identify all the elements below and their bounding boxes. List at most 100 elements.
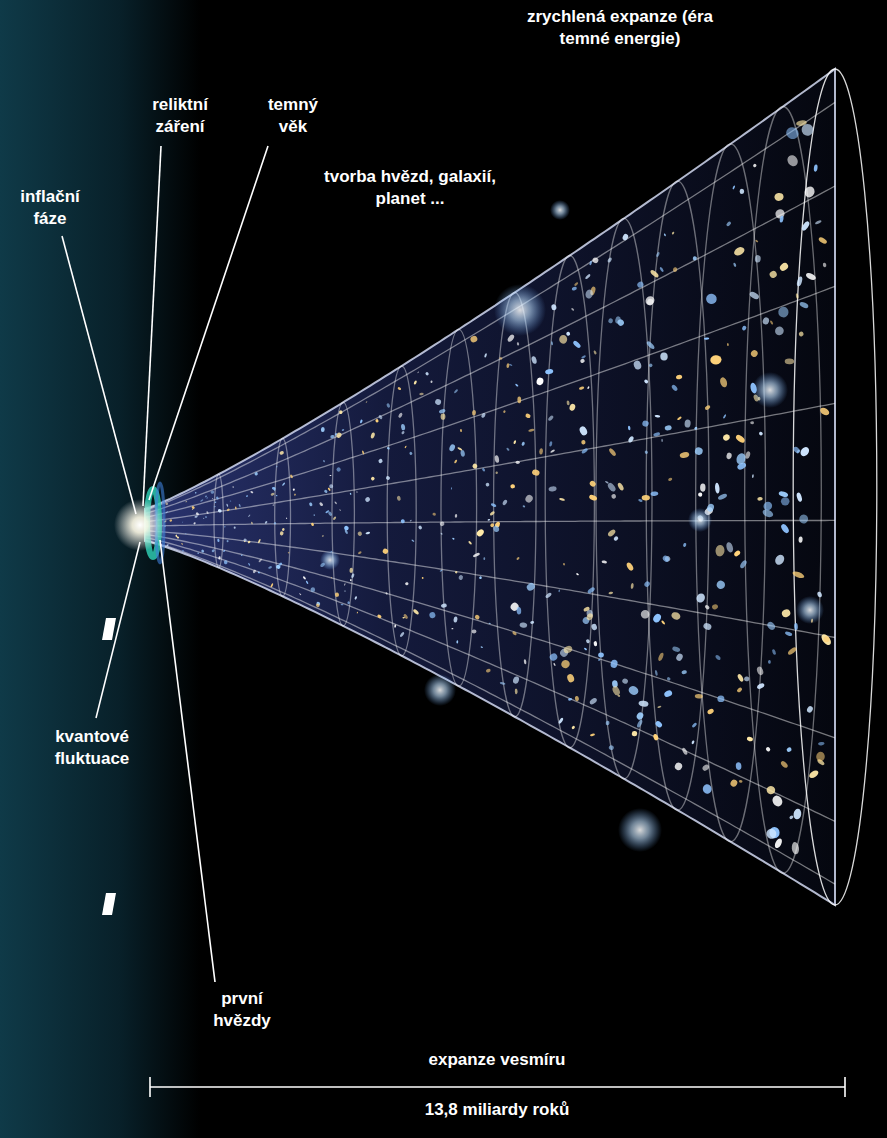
galaxy [611,685,621,696]
galaxy [644,294,657,307]
galaxy [664,233,667,236]
grid-ring [214,474,223,567]
galaxy [401,519,406,524]
galaxy [545,368,554,375]
galaxy [522,505,525,508]
galaxy [419,392,424,395]
galaxy [503,410,506,413]
galaxy [549,441,553,447]
galaxy [705,293,717,305]
galaxy [579,386,585,390]
galaxy [613,535,619,541]
galaxy [733,549,741,557]
grid-line [145,286,835,517]
callout-label: zrychlená expanze (éra temné energie) [525,6,715,50]
galaxy [581,355,586,359]
galaxy [780,760,789,769]
galaxy [729,778,738,788]
galaxy [273,522,276,525]
galaxy [574,696,579,702]
galaxy [704,405,711,411]
galaxy [235,506,237,509]
galaxy [201,549,205,553]
galaxy [607,528,617,537]
galaxy [206,511,209,514]
galaxy [663,689,673,698]
galaxy [493,525,500,532]
galaxy [752,474,754,478]
galaxy [191,505,195,509]
galaxy [766,785,777,795]
galaxy [607,257,613,263]
galaxy [717,493,728,501]
galaxy [398,412,404,418]
galaxy [558,589,559,592]
galaxy [502,499,508,506]
galaxy [272,487,276,490]
galaxy [258,558,262,562]
galaxy [282,482,286,486]
galaxy [448,443,456,452]
galaxy [226,508,230,511]
galaxy [206,497,208,499]
galaxy [385,592,388,595]
galaxy [621,678,628,685]
galaxy [490,523,495,528]
galaxy [279,531,284,536]
galaxy [733,245,746,257]
galaxy [475,528,485,538]
galaxy [628,426,631,431]
galaxy [344,583,346,586]
galaxy [571,307,575,311]
galaxy [254,472,258,476]
galaxy [822,262,826,267]
galaxy [737,673,745,682]
galaxy [397,387,401,391]
galaxy [248,563,251,566]
galaxy [405,582,409,586]
galaxy [286,517,288,519]
galaxy [338,410,343,415]
galaxy [315,603,320,608]
galaxy [451,487,453,490]
galaxy [566,673,575,683]
bracket-tick [149,1077,151,1097]
galaxy [735,762,741,770]
galaxy [815,219,822,224]
galaxy [749,291,760,301]
galaxy [756,666,765,676]
galaxy [757,497,763,501]
galaxy [323,460,325,463]
galaxy [710,355,722,365]
galaxy [489,623,491,624]
galaxy [386,476,391,481]
galaxy [404,445,407,448]
quote-mark [102,618,116,640]
grid-line [145,520,835,526]
galaxy [521,441,525,446]
galaxy [494,455,499,463]
leader-line [96,542,140,718]
callout-label: temný věk [253,94,333,138]
galaxy [517,397,521,404]
galaxy [185,533,186,534]
galaxy [490,503,496,508]
galaxy [417,371,419,373]
galaxy [659,267,664,273]
galaxy [652,612,663,623]
galaxy [704,604,710,610]
galaxy [650,491,658,496]
galaxy [547,415,554,422]
galaxy [808,769,820,780]
galaxy [347,601,350,604]
galaxy [434,398,441,405]
galaxy [181,543,183,545]
galaxy [299,593,302,595]
galaxy [664,425,672,431]
bright-galaxy [320,550,340,570]
galaxy [625,561,634,571]
galaxy [350,579,352,581]
galaxy [572,340,581,349]
galaxy [212,498,213,499]
